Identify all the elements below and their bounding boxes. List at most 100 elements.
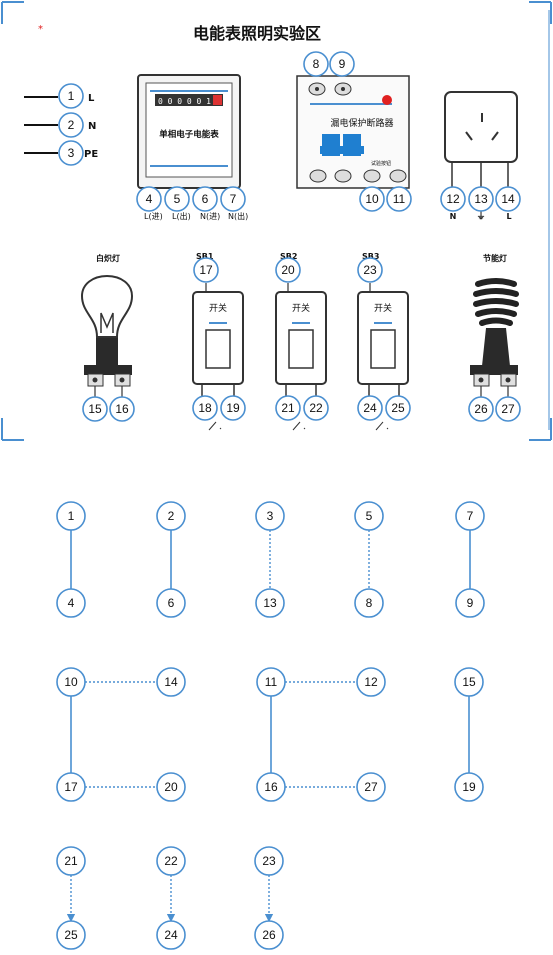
conn-10-14-b: 14 [164,675,178,689]
conn-node-5[interactable]: 5 [354,501,384,531]
node-23[interactable]: 23 [357,257,383,283]
conn-node-22[interactable]: 22 [156,846,186,876]
conn-node-14[interactable]: 14 [156,667,186,697]
node-3[interactable]: 3 [58,140,84,166]
switch-sb1: SB1 开关 [192,252,244,431]
switch-code-sb3: SB3 [362,252,379,261]
node-15[interactable]: 15 [82,396,108,422]
conn-16-27-b: 27 [364,780,378,794]
node-16-label: 16 [115,402,129,416]
node-4[interactable]: 4 [136,186,162,212]
incandescent-label: 白炽灯 [96,253,120,263]
conn-node-23[interactable]: 23 [254,846,284,876]
terminal-stems [94,283,509,397]
node-27[interactable]: 27 [495,396,521,422]
socket-label-l: L [506,212,511,221]
conn-node-25[interactable]: 25 [56,920,86,950]
conn-11-12-b: 12 [364,675,378,689]
node-9[interactable]: 9 [329,51,355,77]
conn-node-2[interactable]: 2 [156,501,186,531]
node-11[interactable]: 11 [386,186,412,212]
conn-15-19-b: 19 [462,780,476,794]
node-23-label: 23 [363,263,377,277]
conn-7-9-b: 9 [467,596,474,610]
meter-terminal-label-1: L(进) [144,212,163,221]
conn-21-25-b: 25 [64,928,78,942]
switch-code-sb1: SB1 [196,252,214,261]
node-8-label: 8 [313,57,320,71]
node-26[interactable]: 26 [468,396,494,422]
conn-node-9[interactable]: 9 [455,588,485,618]
node-22-label: 22 [309,401,323,415]
node-8[interactable]: 8 [303,51,329,77]
meter-terminal-labels: L(进) L(出) N(进) N(出) [144,211,248,221]
conn-node-10[interactable]: 10 [56,667,86,697]
node-14[interactable]: 14 [495,186,521,212]
conn-node-11[interactable]: 11 [256,667,286,697]
conn-node-3[interactable]: 3 [255,501,285,531]
conn-node-8[interactable]: 8 [354,588,384,618]
node-1-label: 1 [68,89,75,103]
conn-node-1[interactable]: 1 [56,501,86,531]
node-16[interactable]: 16 [109,396,135,422]
node-6[interactable]: 6 [192,186,218,212]
node-24[interactable]: 24 [357,395,383,421]
conn-node-7[interactable]: 7 [455,501,485,531]
conn-10-14-a: 10 [64,675,78,689]
conn-node-6[interactable]: 6 [156,588,186,618]
node-13[interactable]: 13 [468,186,494,212]
node-20-label: 20 [281,263,295,277]
node-18[interactable]: 18 [192,395,218,421]
incandescent-lamp: 白炽灯 [80,253,134,387]
conn-node-19[interactable]: 19 [454,772,484,802]
incoming-lines: L N PE [24,93,98,160]
energy-saving-label: 节能灯 [483,253,507,263]
conn-node-15[interactable]: 15 [454,667,484,697]
node-17-label: 17 [199,263,213,277]
line-label-l: L [88,93,95,104]
conn-2-6-a: 2 [168,509,175,523]
node-4-label: 4 [146,192,153,206]
conn-node-27[interactable]: 27 [356,772,386,802]
conn-21-25-a: 21 [64,854,78,868]
conn-node-4[interactable]: 4 [56,588,86,618]
node-7[interactable]: 7 [220,186,246,212]
node-5[interactable]: 5 [164,186,190,212]
node-2[interactable]: 2 [58,112,84,138]
node-19[interactable]: 19 [220,395,246,421]
conn-5-8-b: 8 [366,596,373,610]
leakage-breaker: 漏电保护断路器 试验按钮 [296,75,410,189]
node-10[interactable]: 10 [359,186,385,212]
conn-node-21[interactable]: 21 [56,846,86,876]
conn-node-16[interactable]: 16 [256,772,286,802]
node-17[interactable]: 17 [193,257,219,283]
switch-code-sb2: SB2 [280,252,297,261]
node-1[interactable]: 1 [58,83,84,109]
conn-3-13-b: 13 [263,596,277,610]
line-label-pe: PE [84,149,98,160]
conn-node-12[interactable]: 12 [356,667,386,697]
node-21[interactable]: 21 [275,395,301,421]
node-11-label: 11 [393,192,406,206]
node-12[interactable]: 12 [440,186,466,212]
conn-22-24-a: 22 [164,854,178,868]
node-13-label: 13 [474,192,488,206]
node-25[interactable]: 25 [385,395,411,421]
node-12-label: 12 [446,192,460,206]
conn-node-24[interactable]: 24 [156,920,186,950]
conn-node-26[interactable]: 26 [254,920,284,950]
switch-face-sb3: 开关 [374,302,392,314]
node-21-label: 21 [281,401,295,415]
conn-17-20-a: 17 [64,780,78,794]
conn-node-17[interactable]: 17 [56,772,86,802]
node-22[interactable]: 22 [303,395,329,421]
node-10-label: 10 [365,192,379,206]
node-19-label: 19 [226,401,240,415]
node-26-label: 26 [474,402,488,416]
power-socket: N ⏚ L [444,91,518,222]
meter-terminal-label-3: N(进) [200,212,220,221]
node-20[interactable]: 20 [275,257,301,283]
conn-node-20[interactable]: 20 [156,772,186,802]
connection-nodes: 1 4 2 6 3 13 5 8 7 9 10 14 11 12 15 17 2… [56,501,485,950]
conn-node-13[interactable]: 13 [255,588,285,618]
